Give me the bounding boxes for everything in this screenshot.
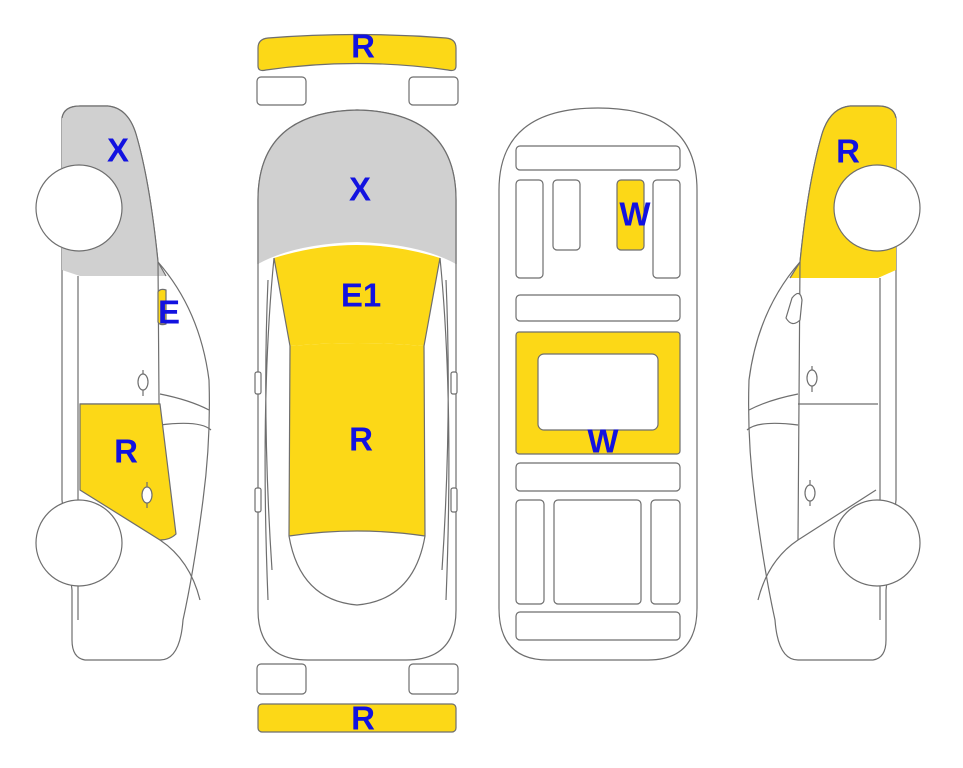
right-front-label: R [836,133,860,170]
rear-bumper[interactable] [257,703,457,733]
top-right-mirror [450,371,458,395]
left-front-panel-outline [61,105,167,277]
under-front-bar [515,145,681,171]
top-hood-outline [257,109,457,264]
right-side-view: R [746,105,921,661]
under-center-window [537,353,659,431]
under-left-rail [515,179,544,279]
front-bumper-view: R [256,28,459,106]
top-left-rear-mark [254,487,262,513]
left-door-handle-rear [141,482,153,508]
rear-left-lamp [256,663,307,695]
left-fuel-door[interactable] [157,288,167,326]
underside-view: W W [498,107,698,661]
right-door-handle-front [806,366,818,392]
under-lower-bar [515,462,681,492]
under-small-label: W [619,196,651,233]
rear-bumper-label: R [351,700,375,737]
rear-right-lamp [408,663,459,695]
top-hood-label: X [349,171,371,208]
left-door-handle-front [137,370,149,396]
right-rear-wheel [833,499,921,587]
left-rear-wheel [35,499,123,587]
left-fuel-label: E [158,294,180,331]
under-center-lower [553,499,642,605]
top-windshield[interactable] [274,245,440,346]
left-front-label: X [107,132,129,169]
top-view: X E1 R [254,109,458,661]
left-rear-door[interactable] [80,404,176,540]
under-right-lower [650,499,681,605]
under-right-rail [652,179,681,279]
under-small-panel[interactable] [616,179,645,251]
under-inner-rail [552,179,581,251]
rear-bumper-view: R [256,663,459,737]
front-left-lamp [256,76,307,106]
under-center-label: W [587,423,619,460]
top-roof[interactable] [289,343,425,536]
top-detail-lines [264,257,450,606]
top-roof-label: R [349,421,373,458]
front-right-lamp [408,76,459,106]
left-rear-door-outline [79,403,177,541]
left-front-wheel [35,164,123,252]
front-bumper-label: R [351,28,375,65]
left-side-view: X E R [35,105,212,661]
right-front-wheel [833,164,921,252]
top-right-rear-mark [450,487,458,513]
under-mid-bar [515,294,681,322]
top-windshield-label: E1 [341,277,381,314]
top-hood[interactable] [258,110,456,264]
under-rear-bar [515,611,681,641]
right-mirror-panel [785,292,803,325]
right-door-handle-rear [804,480,816,506]
under-left-lower [515,499,545,605]
right-front-panel-outline [789,105,897,279]
top-left-mirror [254,371,262,395]
right-door-lines [746,261,881,620]
front-bumper[interactable] [257,33,457,72]
left-rear-door-label: R [114,433,138,470]
